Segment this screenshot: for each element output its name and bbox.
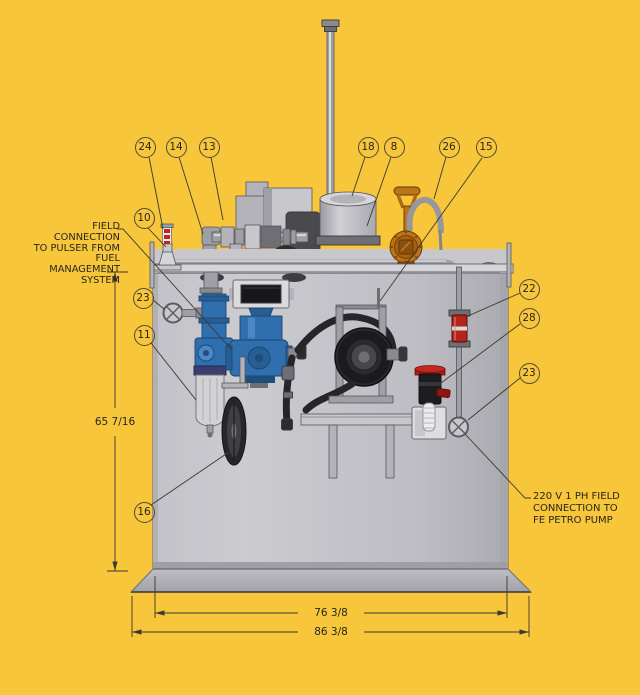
callout-26: 26	[438, 136, 460, 158]
callout-18: 18	[357, 136, 379, 158]
vent-pipe	[321, 19, 340, 203]
callout-22-label: 22	[522, 282, 536, 295]
callout-15-label: 15	[479, 140, 493, 153]
callout-14: 14	[165, 136, 187, 158]
dimension-lines	[107, 271, 530, 637]
hand-pump	[389, 186, 444, 272]
callout-26-label: 26	[442, 140, 456, 153]
callout-11-label: 11	[137, 328, 151, 341]
fuel-filter	[193, 365, 227, 438]
dimension-overall-width-label: 86 3/8	[314, 626, 348, 638]
flow-meter	[225, 307, 307, 388]
callout-10-label: 10	[137, 211, 151, 224]
conduit-port-left	[162, 302, 184, 324]
pump-power-note: 220 V 1 PH FIELD CONNECTION TO FE PETRO …	[533, 491, 620, 526]
transfer-pump	[194, 293, 243, 369]
emergency-switch	[448, 309, 471, 348]
callout-28-label: 28	[522, 311, 536, 324]
fuel-nozzle	[414, 365, 451, 432]
skid-base	[129, 568, 533, 593]
dimension-inner-width-label: 76 3/8	[314, 607, 348, 619]
callout-13: 13	[198, 136, 220, 158]
callout-16: 16	[133, 501, 155, 523]
callout-28: 28	[518, 307, 540, 329]
callout-18-label: 18	[361, 140, 375, 153]
dimension-height-label: 65 7/16	[94, 416, 136, 428]
right-mount-plate	[506, 242, 512, 288]
callout-23-right: 23	[518, 362, 540, 384]
meter-register	[229, 279, 294, 309]
callout-10: 10	[133, 207, 155, 229]
pump-spout	[406, 196, 444, 234]
callout-23-left: 23	[132, 287, 154, 309]
callout-8-label: 8	[390, 140, 398, 153]
callout-22: 22	[518, 278, 540, 300]
callout-23-left-label: 23	[136, 291, 150, 304]
pulser-connection-note: FIELD CONNECTION TO PULSER FROM FUEL MAN…	[33, 221, 120, 286]
level-gauge	[153, 223, 182, 271]
delivery-hose	[281, 313, 397, 431]
left-mount-plate	[149, 241, 155, 289]
callout-16-label: 16	[137, 505, 151, 518]
callout-24-label: 24	[138, 140, 152, 153]
leader-lines	[117, 156, 531, 506]
grounding-reel	[221, 356, 249, 466]
callout-11: 11	[133, 324, 155, 346]
reel-stand	[300, 413, 419, 479]
suction-piping	[181, 271, 223, 319]
callout-23-right-label: 23	[522, 366, 536, 379]
callout-14-label: 14	[169, 140, 183, 153]
callout-13-label: 13	[202, 140, 216, 153]
conduit-port-right	[448, 416, 469, 438]
hose-reel	[302, 288, 408, 414]
callout-8: 8	[383, 136, 405, 158]
reel-inlet-pipe	[377, 288, 380, 308]
callout-24: 24	[134, 136, 156, 158]
callout-15: 15	[475, 136, 497, 158]
